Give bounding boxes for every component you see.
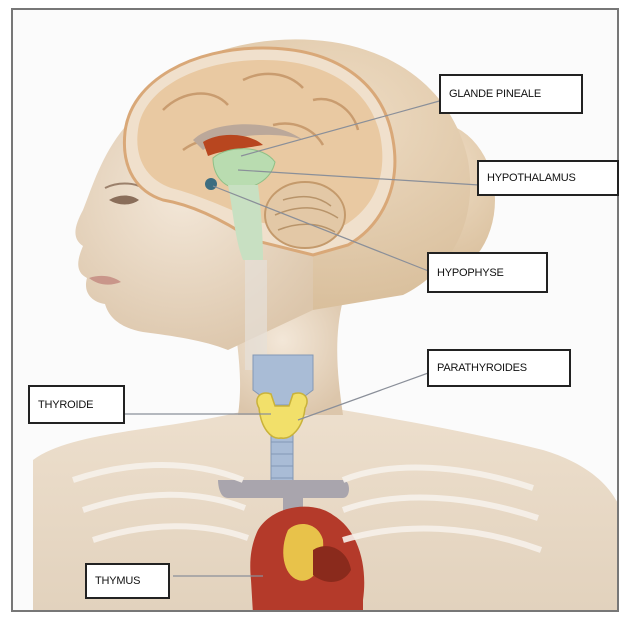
label-hypophyse: HYPOPHYSE — [427, 252, 548, 293]
label-thymus: THYMUS — [85, 563, 170, 599]
label-hypothalamus: HYPOTHALAMUS — [477, 160, 619, 196]
spine-ghost — [245, 260, 267, 370]
label-parathyroides: PARATHYROIDES — [427, 349, 571, 387]
pituitary — [205, 178, 217, 190]
label-thyroide: THYROIDE — [28, 385, 125, 424]
label-glande-pineale: GLANDE PINEALE — [439, 74, 583, 114]
